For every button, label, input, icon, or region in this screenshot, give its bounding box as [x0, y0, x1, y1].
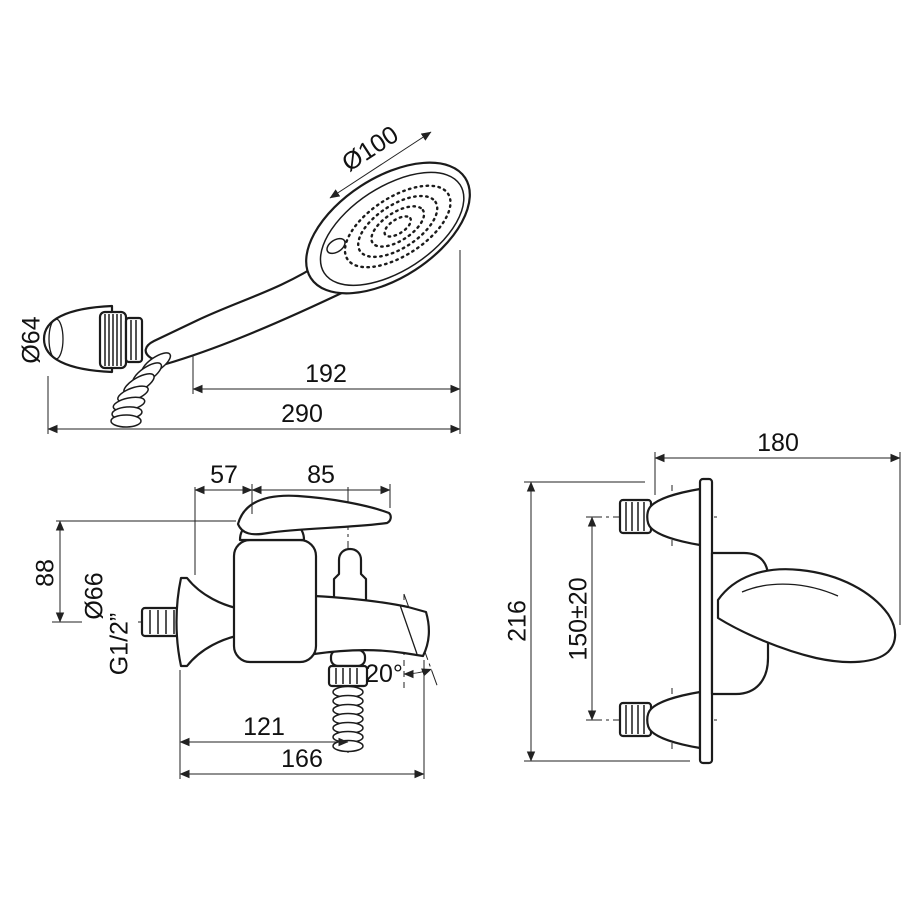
dim-label-upper-length: 192: [305, 360, 347, 388]
dim-label-total-length: 290: [281, 400, 323, 428]
dim-label-total-depth: 180: [757, 429, 799, 457]
dim-front-top-offsets: 57 85: [194, 461, 391, 575]
handle-button: [326, 237, 346, 255]
aerator-line: [399, 604, 418, 655]
dim-label-center-to-handle-tip: 85: [307, 461, 335, 489]
dim-label-center-to-wall: 57: [210, 461, 238, 489]
mounting-plate: [698, 477, 714, 765]
dim-label-handle-height: 88: [32, 559, 60, 587]
dim-label-spout-reach: 121: [243, 713, 285, 741]
dim-label-flange-diameter: Ø66: [81, 572, 109, 619]
mixer-front-view: 57 85 88 Ø66 G1/2” 20° 121 166: [32, 461, 439, 779]
lever-handle-detail: [741, 583, 839, 597]
upper-wall-flange-side: [646, 487, 702, 547]
dim-shower-holder-diameter: Ø64: [18, 316, 46, 363]
wall-flange: [175, 576, 238, 668]
dim-label-spout-angle: 20°: [365, 660, 403, 688]
hand-shower-view: Ø100 Ø64 192 290: [18, 120, 471, 434]
dim-front-spout-angle: 20°: [365, 660, 432, 688]
mixer-side-view: 180 216 150±20: [504, 429, 901, 765]
lower-wall-flange-side: [646, 690, 702, 750]
hose-connector: [327, 648, 369, 688]
lever-handle-side: [716, 568, 897, 664]
dim-front-handle-height: 88: [32, 520, 236, 623]
dim-label-inlet-distance: 150±20: [565, 577, 593, 660]
lower-inlet-nipple: [618, 701, 653, 738]
wall-holder-rim: [48, 318, 64, 360]
diverter-knob: [332, 547, 368, 604]
wall-holder-bell: [42, 304, 114, 374]
dim-shower-total-length: 290: [47, 250, 461, 434]
shower-hose: [110, 352, 172, 428]
spout: [312, 594, 430, 658]
dim-label-holder-diameter: Ø64: [18, 316, 46, 363]
holder-clamp: [98, 310, 144, 370]
shower-handle: [144, 260, 350, 366]
dim-side-inlet-distance: 150±20: [565, 516, 597, 721]
lever-handle-front: [236, 494, 392, 536]
dim-label-total-height: 216: [504, 600, 532, 642]
dim-label-connection-thread: G1/2”: [106, 613, 134, 676]
mixer-body: [232, 538, 318, 664]
dim-side-total-depth: 180: [654, 429, 901, 625]
dim-front-total-reach: 166: [179, 660, 425, 779]
inlet-connector: [140, 606, 182, 638]
dim-shower-upper-length: 192: [192, 355, 461, 394]
dim-label-total-reach: 166: [281, 745, 323, 773]
dim-side-total-height: 216: [504, 481, 690, 762]
dim-front-spout-reach: 121: [179, 670, 349, 779]
